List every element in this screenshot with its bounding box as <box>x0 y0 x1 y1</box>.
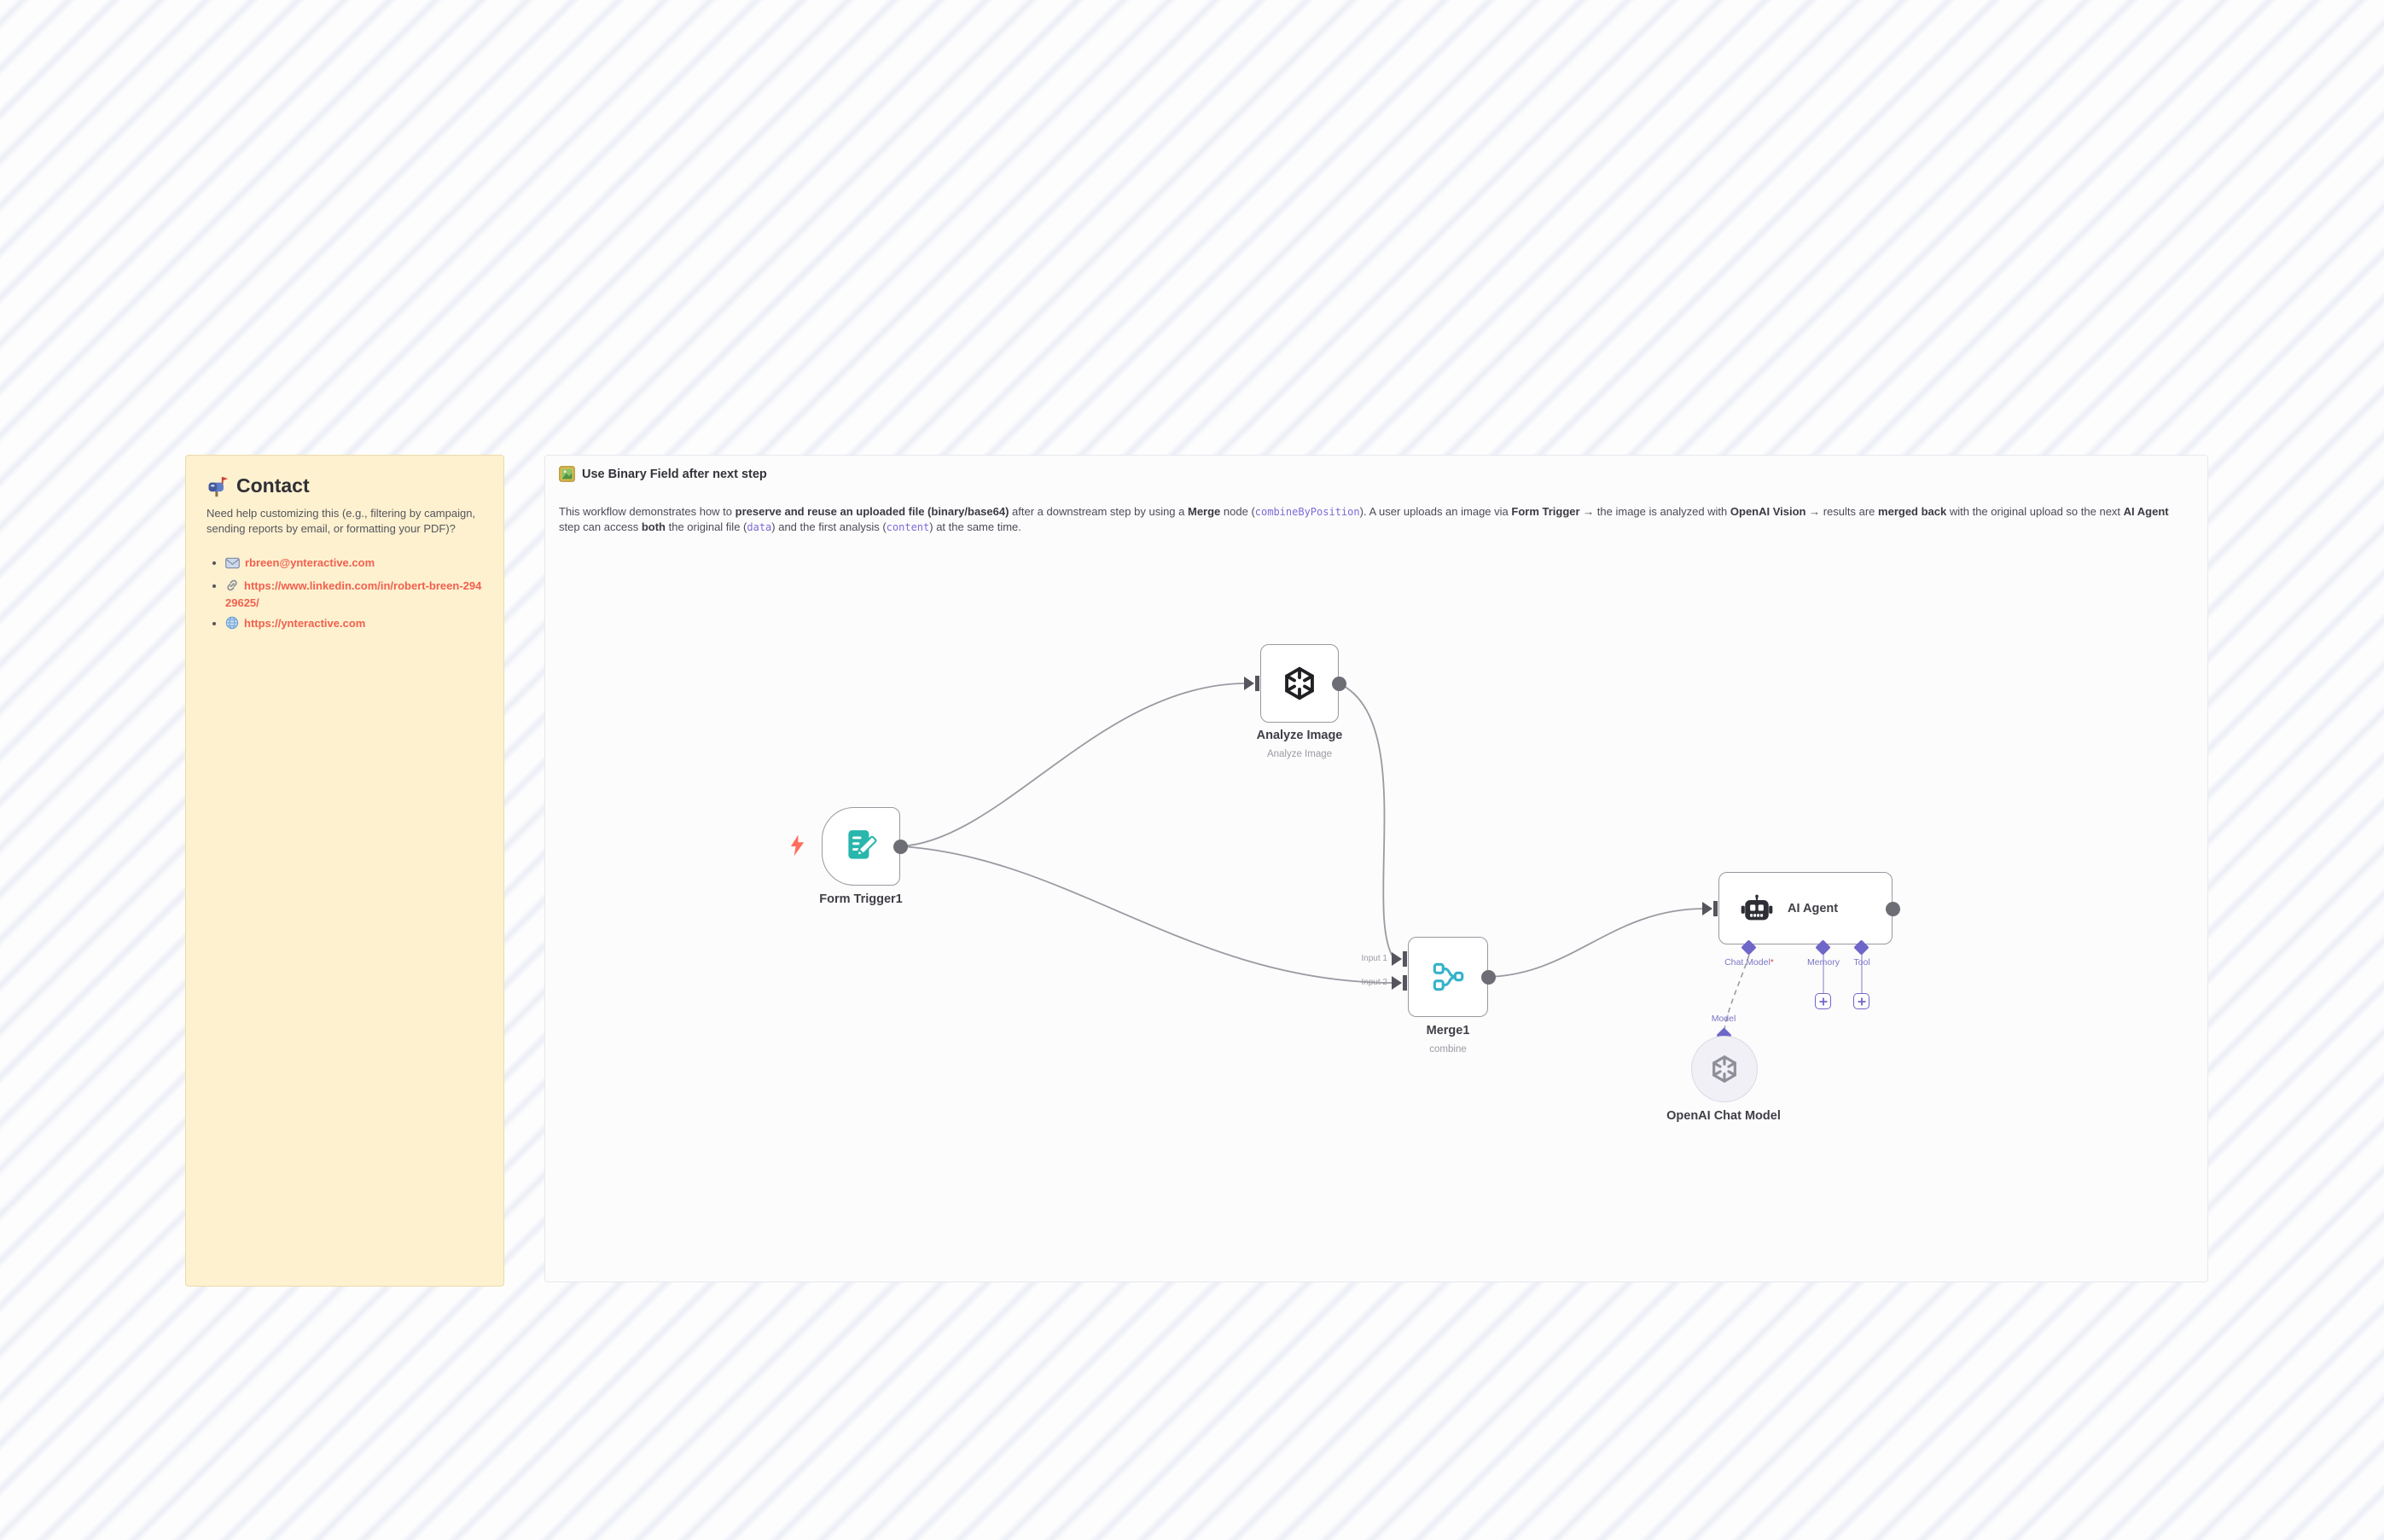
contact-list-item: https://www.linkedin.com/in/robert-breen… <box>225 578 483 610</box>
merge-input2-handle[interactable] <box>1392 974 1409 991</box>
merge-icon <box>1433 962 1464 991</box>
node-form-trigger[interactable] <box>822 807 900 886</box>
merge-subtitle: combine <box>1429 1044 1467 1055</box>
robot-icon <box>1741 894 1773 920</box>
merge-input1-handle[interactable] <box>1392 950 1409 968</box>
openai-logo-icon <box>1712 1055 1736 1083</box>
analyze-image-input-handle[interactable] <box>1244 675 1261 692</box>
plus-icon <box>1819 997 1827 1005</box>
workflow-note-description: This workflow demonstrates how to preser… <box>559 505 2169 533</box>
analyze-image-subtitle: Analyze Image <box>1266 749 1333 759</box>
ai-agent-input-handle[interactable] <box>1702 900 1719 917</box>
merge-input1-label: Input 1 <box>1361 954 1387 963</box>
framed-picture-icon <box>559 466 575 482</box>
trigger-lightning-icon <box>790 834 805 857</box>
openai-logo-icon <box>1285 666 1314 700</box>
merge-input2-label: Input 2 <box>1361 978 1387 987</box>
workflow-title-text: Use Binary Field after next step <box>582 467 767 481</box>
node-ai-agent[interactable]: AI Agent <box>1718 872 1893 944</box>
analyze-image-label: Analyze Image <box>1256 729 1343 742</box>
contact-list-item: rbreen@ynteractive.com <box>225 555 483 572</box>
node-openai-chat-model[interactable] <box>1691 1036 1758 1102</box>
ai-agent-label: AI Agent <box>1788 901 1839 915</box>
ai-agent-output-dot[interactable] <box>1886 902 1900 916</box>
form-trigger-icon <box>848 830 877 859</box>
memory-port-label: Memory <box>1807 957 1840 968</box>
email-icon <box>225 557 240 572</box>
node-analyze-image[interactable] <box>1260 644 1339 723</box>
node-merge[interactable] <box>1408 937 1488 1017</box>
tool-port-label: Tool <box>1853 957 1870 968</box>
contact-email-link[interactable]: rbreen@ynteractive.com <box>245 556 375 569</box>
merge-label: Merge1 <box>1426 1024 1470 1037</box>
link-icon <box>225 578 239 596</box>
chat-model-port-label: Chat Model* <box>1724 957 1774 968</box>
workflow-note-title: Use Binary Field after next step <box>559 466 2194 482</box>
plus-icon <box>1858 997 1865 1005</box>
contact-sticky-note[interactable]: Contact Need help customizing this (e.g.… <box>185 455 504 1287</box>
model-port-label: Model <box>1711 1014 1736 1024</box>
contact-website-link[interactable]: https://ynteractive.com <box>244 617 366 630</box>
openai-chat-model-label: OpenAI Chat Model <box>1666 1109 1781 1123</box>
contact-links-list: rbreen@ynteractive.com https://www.linke… <box>206 555 483 633</box>
form-trigger-label: Form Trigger1 <box>819 892 903 906</box>
contact-title-text: Contact <box>236 474 310 497</box>
contact-note-description: Need help customizing this (e.g., filter… <box>206 507 476 535</box>
mailbox-icon <box>208 476 229 497</box>
add-tool-button[interactable] <box>1853 993 1869 1009</box>
contact-list-item: https://ynteractive.com <box>225 616 483 633</box>
form-trigger-output-dot[interactable] <box>893 840 908 854</box>
workflow-sticky-note[interactable]: Use Binary Field after next step This wo… <box>544 455 2208 1282</box>
globe-icon <box>225 616 239 633</box>
add-memory-button[interactable] <box>1815 993 1831 1009</box>
analyze-image-output-dot[interactable] <box>1332 677 1346 691</box>
contact-linkedin-link[interactable]: https://www.linkedin.com/in/robert-breen… <box>225 579 482 609</box>
merge-output-dot[interactable] <box>1481 970 1496 985</box>
contact-note-title: Contact <box>206 474 483 497</box>
